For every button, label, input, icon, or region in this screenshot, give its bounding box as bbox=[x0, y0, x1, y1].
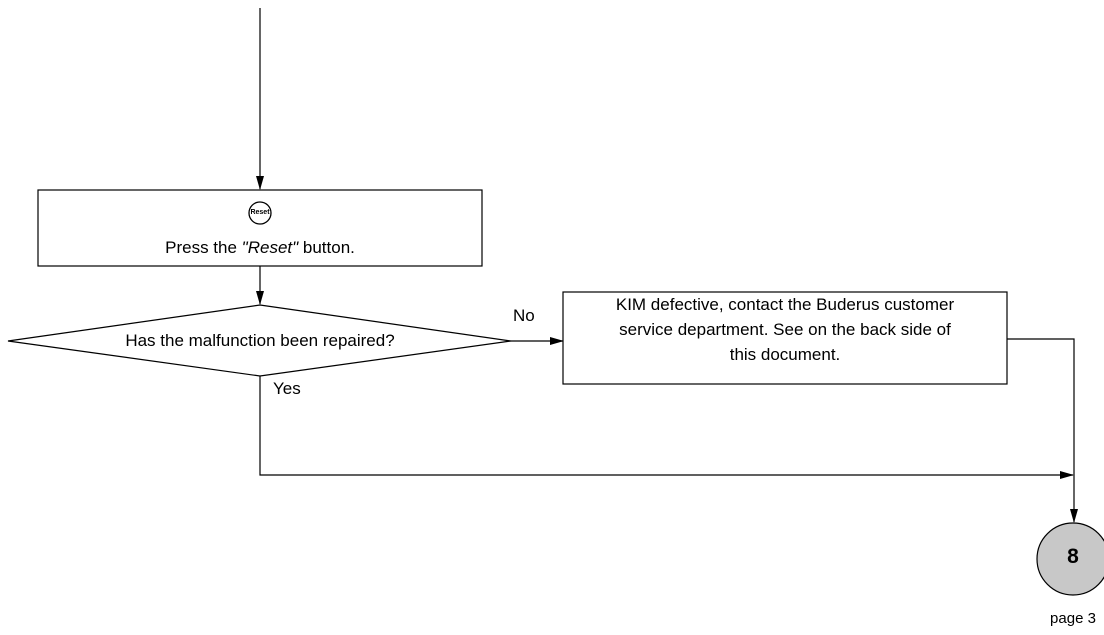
action-box-line-3: this document. bbox=[729, 345, 841, 364]
decision-yes-label: Yes bbox=[273, 379, 301, 398]
flow-line-action-to-connector bbox=[1007, 338, 1078, 523]
action-box-line-1: KIM defective, contact the Buderus custo… bbox=[615, 295, 955, 314]
reset-icon-label: Reset bbox=[250, 209, 270, 216]
reset-step-text-button: "Reset" bbox=[241, 238, 299, 257]
action-box bbox=[562, 291, 1008, 385]
action-box-line-2: service department. See on the back side… bbox=[619, 320, 951, 339]
decision-question: Has the malfunction been repaired? bbox=[125, 331, 395, 350]
reset-step-text: Press the "Reset" button. bbox=[38, 239, 482, 256]
page-connector-circle bbox=[1036, 522, 1104, 596]
page-connector-page-label[interactable]: page 3 bbox=[1050, 610, 1096, 627]
action-box-text: KIM defective, contact the Buderus custo… bbox=[563, 292, 1007, 367]
reset-button-icon bbox=[248, 201, 272, 225]
flow-line-yes bbox=[259, 376, 1074, 479]
reset-step-text-suffix: button. bbox=[298, 238, 355, 257]
decision-no-label: No bbox=[513, 306, 535, 325]
page-connector-number[interactable]: 8 bbox=[1067, 545, 1079, 568]
reset-step-text-prefix: Press the bbox=[165, 238, 242, 257]
